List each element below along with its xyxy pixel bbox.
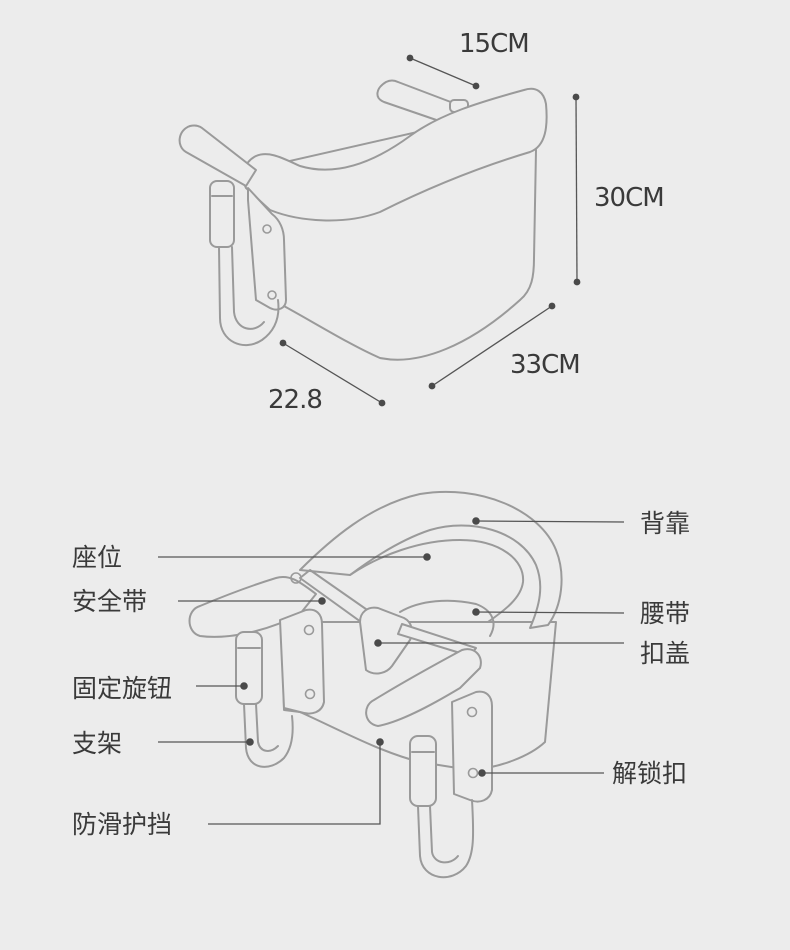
side-plate-hole bbox=[267, 290, 277, 300]
label-safety-belt: 安全带 bbox=[72, 587, 147, 616]
seat-rim bbox=[242, 87, 548, 222]
clamp-bracket-inner bbox=[231, 246, 265, 330]
label-anti-slip-guard: 防滑护挡 bbox=[72, 810, 172, 839]
marker-unlock-buckle bbox=[478, 769, 486, 777]
dim-leader-22-8 bbox=[282, 342, 383, 404]
dim-marker bbox=[378, 399, 386, 407]
unlock-buckle-hole bbox=[467, 767, 479, 779]
dim-top-width-label: 15CM bbox=[459, 29, 529, 59]
front-crossbar bbox=[397, 623, 477, 657]
label-backrest: 背靠 bbox=[640, 509, 690, 538]
clamp-knob bbox=[209, 180, 235, 248]
marker-buckle-cover bbox=[374, 639, 382, 647]
label-bracket: 支架 bbox=[72, 729, 122, 758]
parts-drawing: 背靠 座位 安全带 腰带 扣盖 固定旋钮 支架 解锁扣 防滑护挡 bbox=[72, 490, 690, 879]
dim-marker bbox=[472, 82, 480, 90]
dimension-drawing: 15CM 30CM 33CM 22.8 bbox=[178, 29, 665, 415]
leader-waist-belt bbox=[475, 611, 625, 614]
left-side-plate bbox=[279, 608, 325, 715]
dim-leader-33cm bbox=[431, 305, 553, 387]
marker-seat bbox=[423, 553, 431, 561]
marker-fixing-knob bbox=[240, 682, 248, 690]
seat-rim-inner bbox=[349, 539, 525, 623]
dim-marker bbox=[548, 302, 556, 310]
front-arm-rail bbox=[365, 648, 482, 727]
marker-backrest bbox=[472, 517, 480, 525]
clamp-bracket bbox=[218, 246, 280, 346]
left-arm-rail bbox=[178, 124, 257, 187]
backrest-shell bbox=[299, 490, 563, 629]
front-fixing-knob bbox=[409, 735, 437, 807]
waist-belt bbox=[399, 599, 495, 637]
label-seat: 座位 bbox=[72, 543, 122, 572]
dim-marker bbox=[279, 339, 287, 347]
dim-width-label: 33CM bbox=[510, 350, 580, 380]
dim-depth-label: 22.8 bbox=[268, 385, 322, 415]
left-fixing-knob bbox=[235, 631, 263, 705]
dim-marker bbox=[573, 278, 581, 286]
side-plate-hole bbox=[466, 706, 478, 718]
label-fixing-knob: 固定旋钮 bbox=[72, 674, 172, 703]
label-waist-belt: 腰带 bbox=[640, 599, 690, 628]
dim-marker bbox=[572, 93, 580, 101]
left-bracket-inner bbox=[255, 703, 279, 752]
marker-waist-belt bbox=[472, 608, 480, 616]
label-unlock-buckle: 解锁扣 bbox=[612, 759, 687, 788]
dim-leader-15cm bbox=[409, 57, 477, 87]
anti-slip-guard bbox=[417, 799, 475, 879]
dim-marker bbox=[406, 54, 414, 62]
dim-height-label: 30CM bbox=[594, 183, 664, 213]
left-bracket bbox=[243, 703, 294, 768]
side-plate-hole bbox=[262, 224, 272, 234]
leader-backrest bbox=[475, 520, 625, 523]
dim-marker bbox=[428, 382, 436, 390]
anti-slip-guard-inner bbox=[429, 805, 459, 864]
side-plate bbox=[247, 187, 287, 311]
side-plate-hole bbox=[303, 624, 315, 636]
marker-anti-slip-guard bbox=[376, 738, 384, 746]
leader-anti-slip-guard bbox=[208, 742, 381, 825]
marker-safety-belt bbox=[318, 597, 326, 605]
marker-bracket bbox=[246, 738, 254, 746]
label-buckle-cover: 扣盖 bbox=[640, 639, 690, 668]
side-plate-hole bbox=[304, 688, 316, 700]
dim-leader-30cm bbox=[575, 96, 578, 283]
